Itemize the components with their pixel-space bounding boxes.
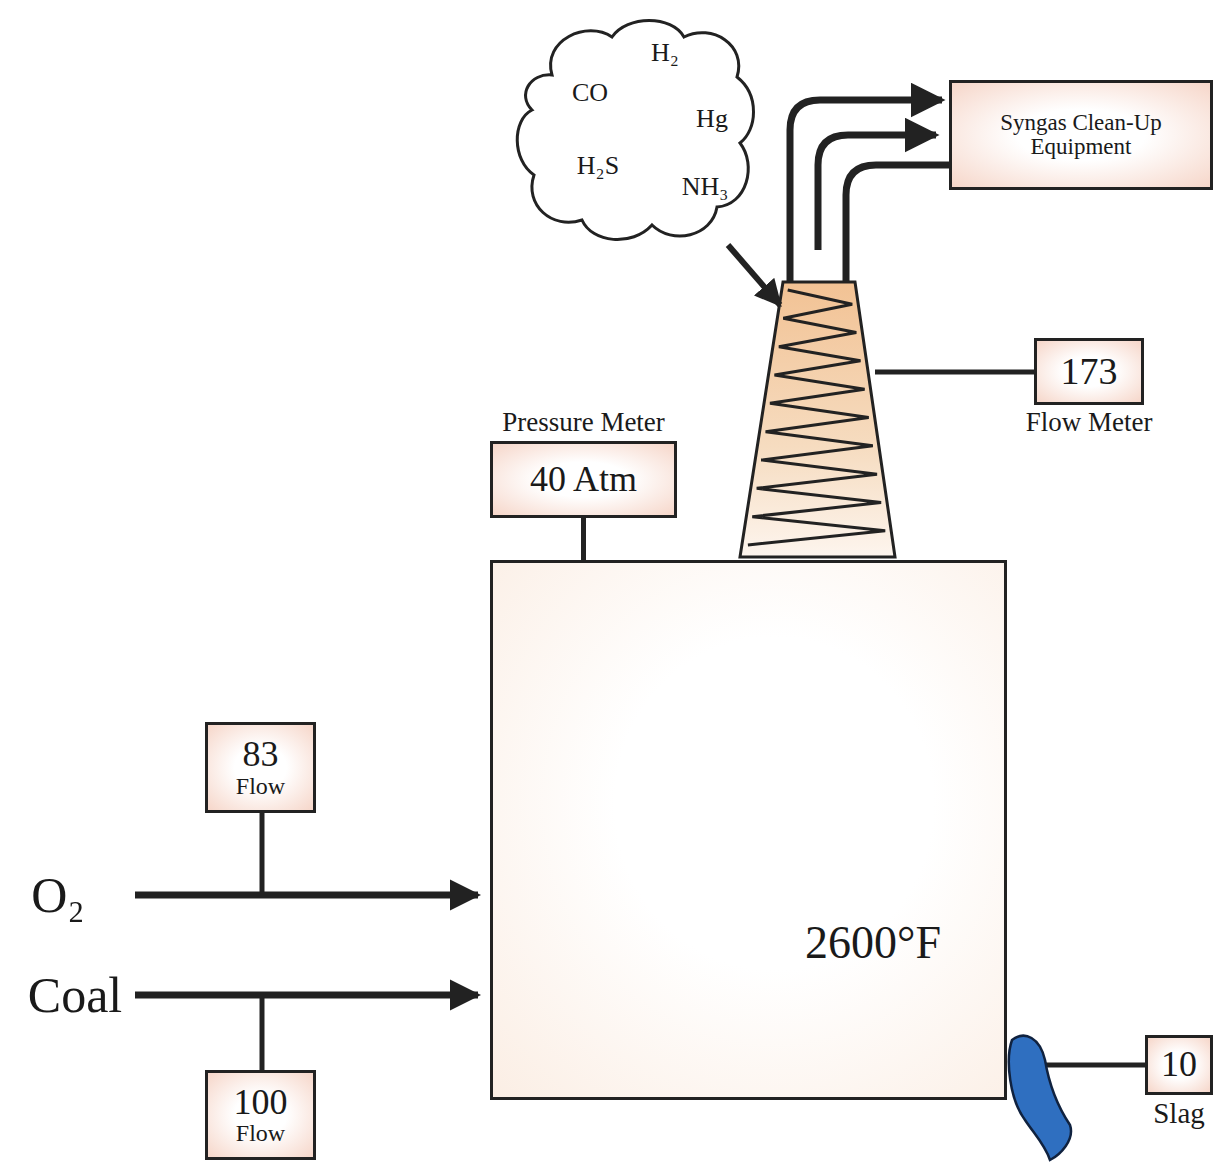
node-text: Slag: [1153, 1098, 1205, 1128]
cloud-arrow: [728, 245, 780, 305]
node-text: Syngas Clean-Up Equipment: [969, 111, 1194, 159]
node-text: 2600°F: [805, 919, 941, 967]
stack-coil: [748, 290, 885, 545]
gasifier-vessel: 2600°F: [490, 560, 1007, 1100]
node-text: 100: [234, 1084, 288, 1122]
node-text: Hg: [696, 105, 728, 132]
flow-meter: 83Flow: [205, 722, 316, 813]
flow-meter: 173Flow Meter: [1034, 338, 1144, 405]
gas-cloud: CO H₂ HgH₂S NH₃: [512, 15, 758, 245]
node-text: Pressure Meter: [502, 408, 665, 436]
slag-blob: [1009, 1036, 1071, 1160]
process-box: Syngas Clean-Up Equipment: [949, 80, 1213, 190]
node-text: 40 Atm: [530, 461, 637, 499]
meter-connector: [581, 518, 586, 560]
node-text: Flow: [236, 774, 285, 799]
node-text: 83: [243, 736, 279, 774]
stream-label: O₂: [31, 870, 85, 920]
node-text: H₂: [651, 39, 679, 66]
node-text: CO: [572, 79, 608, 106]
node-text: NH₃: [682, 173, 729, 200]
stream-label: Coal: [28, 970, 122, 1020]
flow-meter: 100Flow: [205, 1070, 316, 1160]
node-text: Flow Meter: [1026, 408, 1153, 436]
syngas-pipes: [790, 100, 949, 282]
node-text: Flow: [236, 1121, 285, 1146]
slag-meter: 10Slag: [1145, 1035, 1213, 1095]
node-text: 173: [1061, 352, 1118, 392]
gas-stack: [740, 282, 895, 557]
feed-arrows: [135, 895, 478, 995]
node-text: 10: [1161, 1046, 1197, 1084]
pressure-meter: Pressure Meter40 Atm: [490, 441, 677, 518]
node-text: H₂S: [577, 152, 619, 179]
